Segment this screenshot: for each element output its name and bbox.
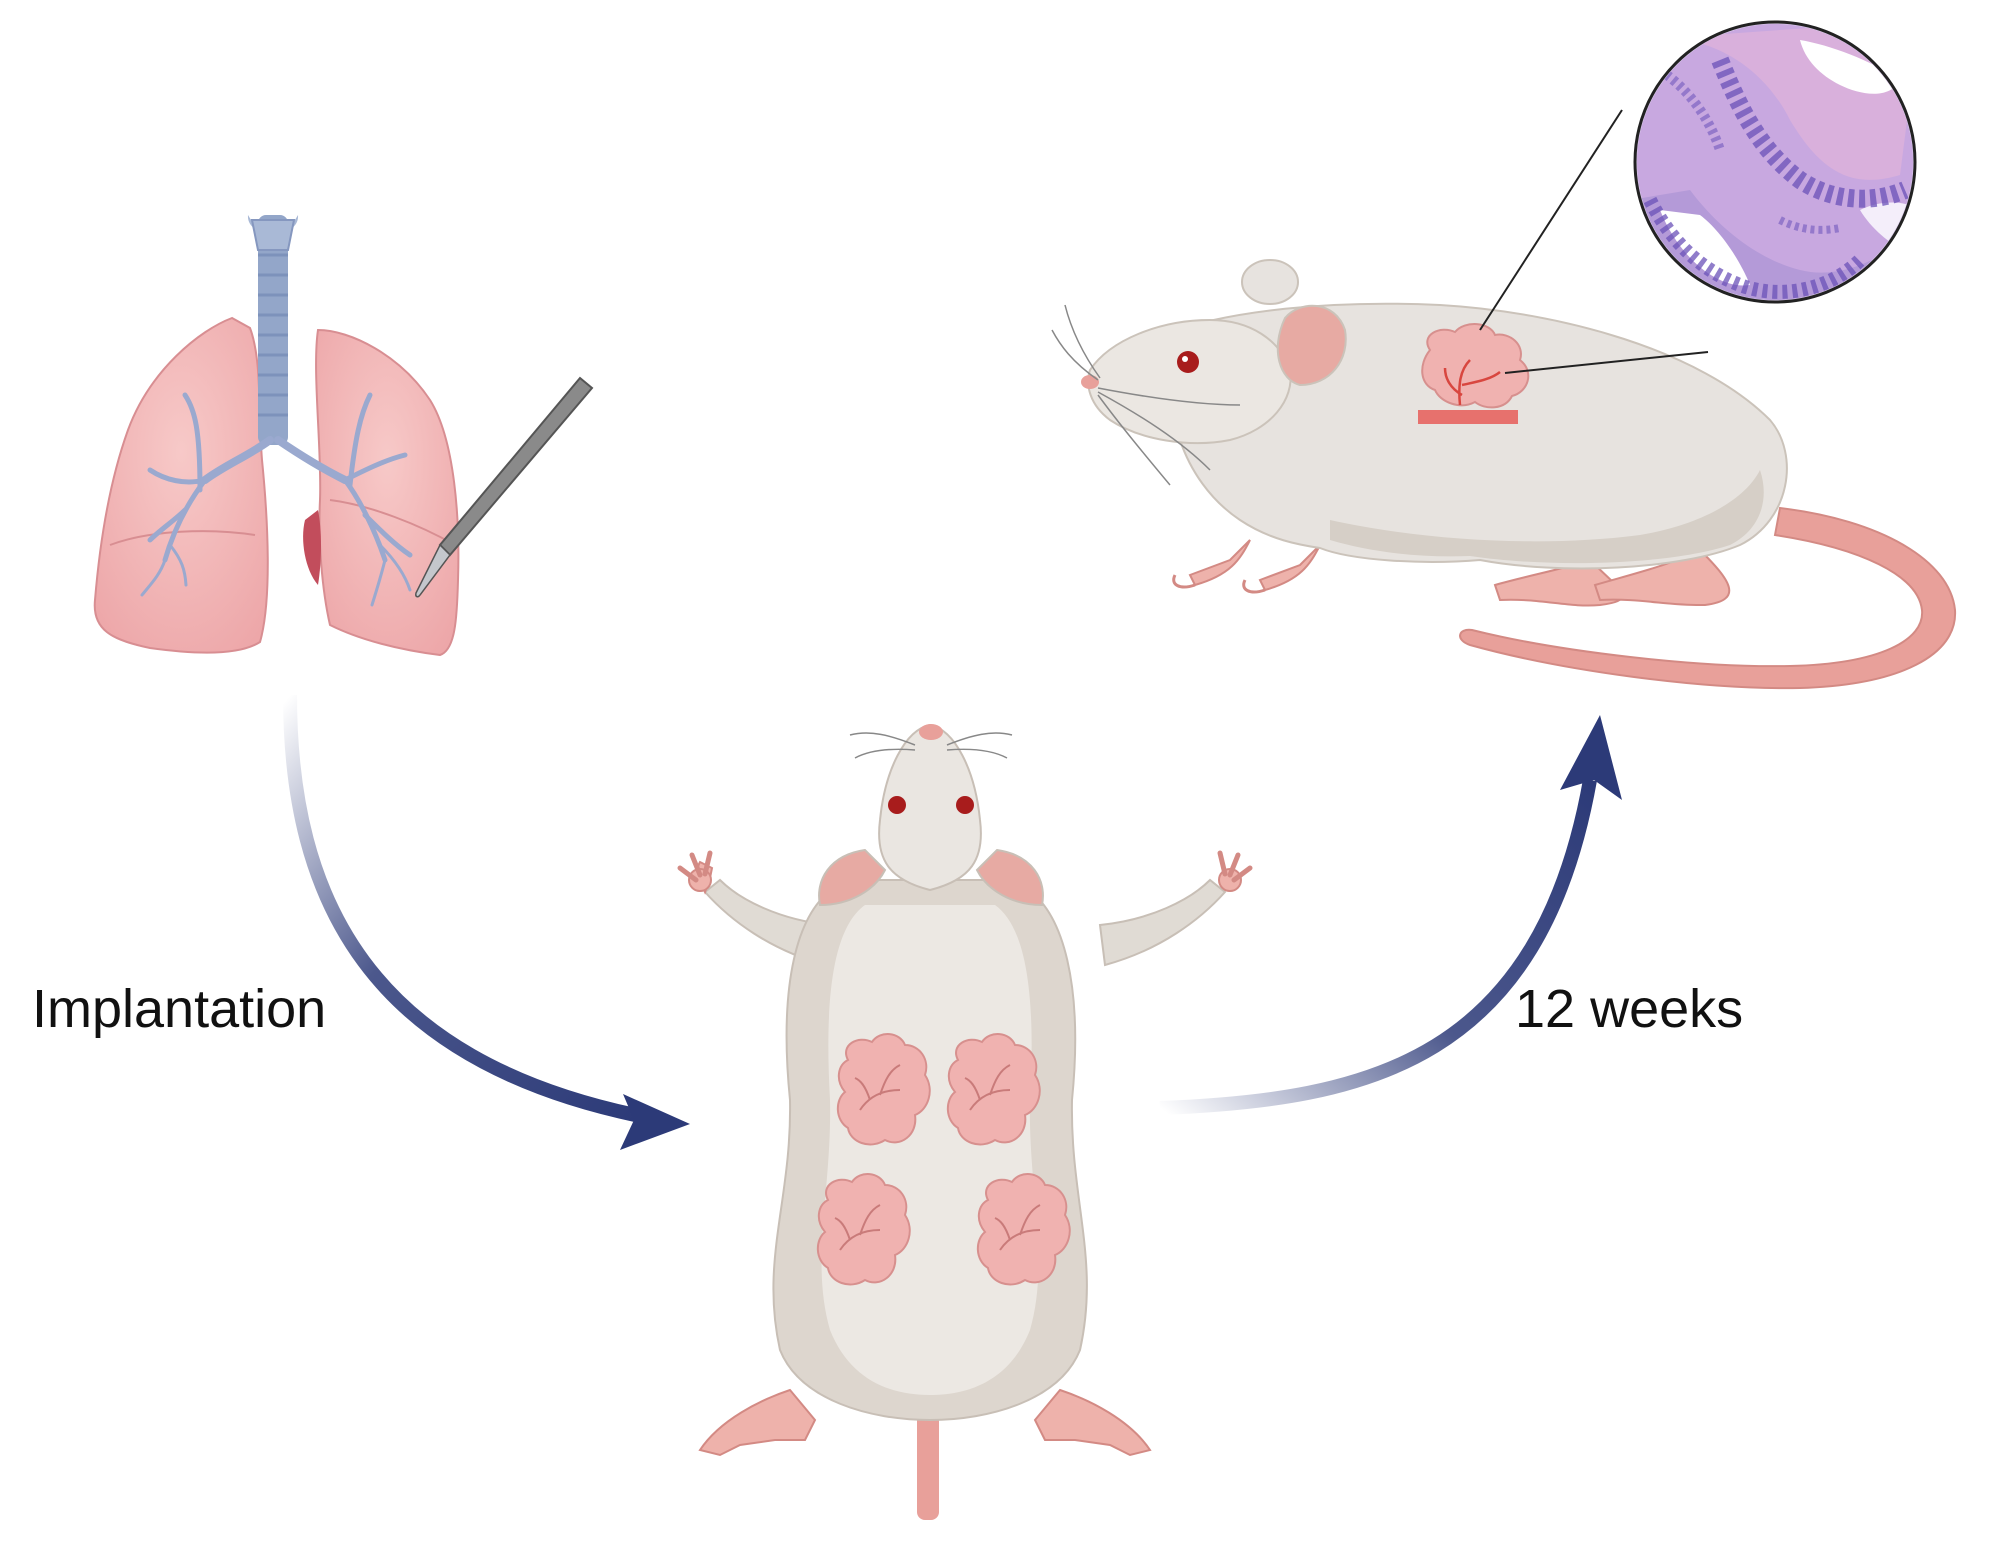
- zoom-lines: [1479, 109, 1709, 374]
- tumor-on-flank: [1418, 323, 1530, 424]
- histology-zoom-icon: [1633, 20, 1917, 304]
- mouse-dorsal-with-implants-icon: [677, 723, 1253, 1520]
- implant-tumor-upper-left: [836, 1033, 931, 1146]
- implant-tumor-upper-right: [946, 1033, 1041, 1146]
- implantation-arrow: [283, 694, 690, 1150]
- scalpel-icon: [415, 376, 594, 598]
- mouse-side-with-tumor-icon: [1051, 259, 1957, 690]
- implantation-label: Implantation: [32, 979, 327, 1039]
- implant-tumor-lower-right: [976, 1173, 1071, 1286]
- duration-arrow: [1159, 715, 1622, 1115]
- lungs-icon: [93, 215, 460, 657]
- duration-label: 12 weeks: [1515, 979, 1744, 1039]
- implant-tumor-lower-left: [816, 1173, 911, 1286]
